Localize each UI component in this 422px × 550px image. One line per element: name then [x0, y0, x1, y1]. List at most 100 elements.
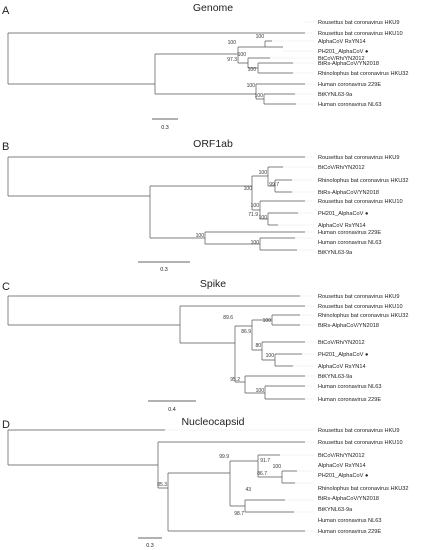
- leaf-label: Rhinolophus bat coronavirus HKU32: [318, 313, 408, 319]
- leaf-label: PH201_AlphaCoV ●: [318, 352, 368, 358]
- leaf-labels: Rousettus bat coronavirus HKU9 Rousettus…: [318, 294, 408, 403]
- support-value: 86.7: [257, 471, 267, 477]
- leaf-label: Rousettus bat coronavirus HKU10: [318, 31, 403, 37]
- panel-title: Nucleocapsid: [181, 416, 244, 428]
- panel-spike: C Spike 89.6 100 86.9 80 100 95.2 100 Ro…: [2, 278, 408, 413]
- leaf-label: PH201_AlphaCoV ●: [318, 49, 368, 55]
- leaf-label: Rousettus bat coronavirus HKU9: [318, 20, 399, 26]
- support-value: 98.7: [234, 511, 244, 517]
- scale-bar: 0.3: [152, 118, 178, 131]
- leaf-label: Rhinolophus bat coronavirus HKU32: [318, 486, 408, 492]
- leaf-label: BtCoV/Rh/YN2012: [318, 56, 365, 62]
- leaf-label: PH201_AlphaCoV ●: [318, 473, 368, 479]
- support-value: 100: [263, 318, 272, 324]
- leaf-label: Rousettus bat coronavirus HKU9: [318, 155, 399, 161]
- scale-bar: 0.3: [138, 261, 190, 273]
- scale-label: 0.3: [146, 543, 154, 549]
- support-value: 100: [266, 353, 275, 359]
- leaf-label: BtCoV/Rh/YN2012: [318, 340, 365, 346]
- support-value: 71.9: [248, 212, 258, 218]
- support-value: 43: [245, 487, 251, 493]
- support-value: 100: [259, 170, 268, 176]
- highlight-dot-icon: ●: [365, 49, 368, 55]
- scale-bar: 0.4: [148, 400, 196, 413]
- leaf-label: Human coronavirus NL63: [318, 102, 381, 108]
- tree: [7, 156, 314, 251]
- tree: [7, 429, 314, 532]
- panel-title: Spike: [200, 278, 226, 290]
- leaf-label: BtKYNL63-9a: [318, 374, 353, 380]
- leaf-label: BtCoV/Rh/YN2012: [318, 165, 365, 171]
- leaf-label: BtKYNL63-9a: [318, 92, 353, 98]
- scale-label: 0.3: [160, 267, 168, 273]
- support-value: 100: [247, 83, 256, 89]
- highlight-dot-icon: ●: [365, 211, 368, 217]
- leaf-name: PH201_AlphaCoV: [318, 49, 364, 55]
- support-value: 100: [256, 34, 265, 40]
- panel-letter: D: [2, 419, 10, 431]
- scale-bar: 0.3: [138, 537, 162, 549]
- highlight-dot-icon: ●: [365, 473, 368, 479]
- leaf-label: BtRs-AlphaCoV/YN2018: [318, 61, 379, 67]
- leaf-label: AlphaCoV RsYN14: [318, 223, 366, 229]
- panel-letter: C: [2, 281, 10, 293]
- support-value: 86.9: [241, 329, 251, 335]
- support-value: 100: [244, 186, 253, 192]
- leaf-label: BtRs-AlphaCoV/YN2018: [318, 190, 379, 196]
- leaf-name: PH201_AlphaCoV: [318, 211, 364, 217]
- leaf-label: Rousettus bat coronavirus HKU10: [318, 199, 403, 205]
- support-value: 89.6: [223, 315, 233, 321]
- support-value: 100: [256, 388, 265, 394]
- leaf-label: PH201_AlphaCoV ●: [318, 211, 368, 217]
- leaf-label: BtKYNL63-9a: [318, 250, 353, 256]
- leaf-label: Human coronavirus NL63: [318, 518, 381, 524]
- leaf-label: Rousettus bat coronavirus HKU10: [318, 304, 403, 310]
- support-value: 100: [251, 240, 260, 246]
- panel-title: ORF1ab: [193, 138, 233, 150]
- support-value: 100: [228, 40, 237, 46]
- support-value: 100: [259, 215, 268, 221]
- leaf-label: BtKYNL63-9a: [318, 507, 353, 513]
- leaf-label: AlphaCoV RsYN14: [318, 463, 366, 469]
- support-value: 91.7: [260, 458, 270, 464]
- support-value: 100: [248, 67, 257, 73]
- support-value: 80: [255, 343, 261, 349]
- leaf-label: AlphaCoV RsYN14: [318, 39, 366, 45]
- leaf-label: Human coronavirus 229E: [318, 397, 381, 403]
- leaf-label: Human coronavirus 229E: [318, 529, 381, 535]
- scale-label: 0.4: [168, 407, 176, 413]
- leaf-label: Human coronavirus 229E: [318, 230, 381, 236]
- leaf-name: PH201_AlphaCoV: [318, 352, 364, 358]
- panel-genome: A Genome 100 97.3 100 100 100 100 100 Ro…: [2, 2, 408, 131]
- leaf-label: Rhinolophus bat coronavirus HKU32: [318, 178, 408, 184]
- tree: [7, 295, 314, 400]
- leaf-name: PH201_AlphaCoV: [318, 473, 364, 479]
- leaf-label: Human coronavirus 229E: [318, 82, 381, 88]
- leaf-label: BtCoV/Rh/YN2012: [318, 453, 365, 459]
- support-value: 100: [196, 233, 205, 239]
- support-value: 99.7: [269, 182, 279, 188]
- support-value: 100: [273, 464, 282, 470]
- support-value: 85.3: [157, 482, 167, 488]
- highlight-dot-icon: ●: [365, 352, 368, 358]
- leaf-label: Rhinolophus bat coronavirus HKU32: [318, 71, 408, 77]
- leaf-label: BtRs-AlphaCoV/YN2018: [318, 323, 379, 329]
- leaf-labels: Rousettus bat coronavirus HKU9 Rousettus…: [318, 428, 408, 535]
- leaf-label: Human coronavirus NL63: [318, 240, 381, 246]
- panel-orf1ab: B ORF1ab 100 99.7 100 100 71.9 100 100 1…: [2, 138, 408, 273]
- panel-nucleocapsid: D Nucleocapsid 99.9 91.7 100 86.7 43 85.…: [2, 416, 408, 549]
- leaf-labels: Rousettus bat coronavirus HKU9 Rousettus…: [318, 20, 408, 108]
- panel-letter: B: [2, 141, 9, 153]
- scale-label: 0.3: [161, 125, 169, 131]
- support-value: 100: [251, 203, 260, 209]
- leaf-label: Rousettus bat coronavirus HKU9: [318, 428, 399, 434]
- leaf-label: AlphaCoV RsYN14: [318, 364, 366, 370]
- support-value: 95.2: [230, 377, 240, 383]
- leaf-labels: Rousettus bat coronavirus HKU9 BtCoV/Rh/…: [318, 155, 408, 256]
- leaf-label: Rousettus bat coronavirus HKU9: [318, 294, 399, 300]
- leaf-label: Human coronavirus NL63: [318, 384, 381, 390]
- support-value: 97.3: [227, 57, 237, 63]
- support-value: 100: [255, 93, 264, 99]
- support-value: 100: [238, 52, 247, 58]
